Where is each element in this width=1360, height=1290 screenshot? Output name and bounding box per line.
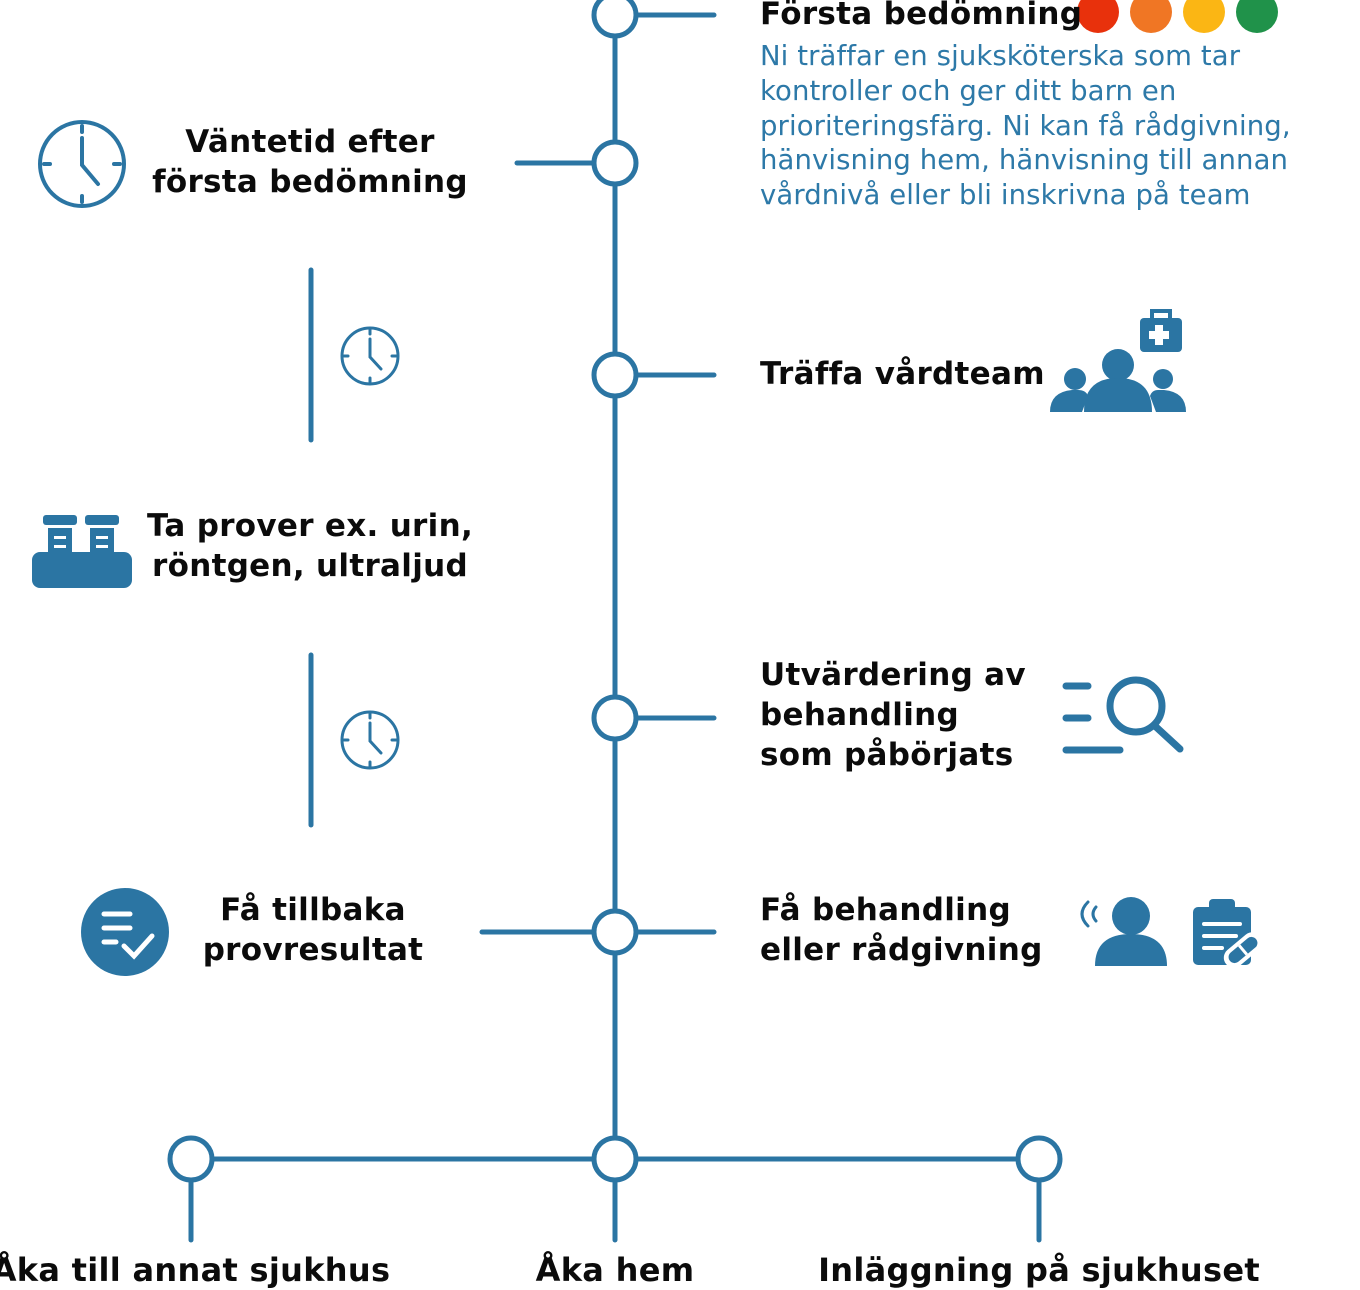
small-clock-icon	[340, 326, 400, 386]
priority-dot-yellow	[1183, 0, 1225, 33]
node-care-team	[591, 351, 639, 399]
priority-color-dots	[1077, 0, 1278, 33]
small-clock-icon	[340, 710, 400, 770]
result-check-icon	[81, 888, 169, 976]
first-assessment-title: Första bedömning	[760, 0, 1083, 32]
waiting-time-title: Väntetid efter första bedömning	[152, 124, 468, 200]
tests-title: Ta prover ex. urin, röntgen, ultraljud	[146, 508, 474, 584]
node-waiting-time	[591, 139, 639, 187]
node-results	[591, 908, 639, 956]
outcome-go-home: Åka hem	[535, 1251, 695, 1289]
priority-dot-green	[1236, 0, 1278, 33]
node-evaluation	[591, 694, 639, 742]
test-tubes-icon	[32, 515, 132, 588]
priority-dot-orange	[1130, 0, 1172, 33]
node-outcome-right	[1015, 1135, 1063, 1183]
evaluation-title: Utvärdering av behandling som påbörjats	[760, 657, 1026, 773]
priority-dot-red	[1077, 0, 1119, 33]
node-outcome-center	[591, 1135, 639, 1183]
outcome-other-hospital: Åka till annat sjukhus	[0, 1251, 391, 1289]
treatment-title: Få behandling eller rådgivning	[760, 892, 1043, 968]
node-first-assessment	[591, 0, 639, 39]
first-assessment-description: Ni träffar en sjuksköterska som tar kont…	[760, 40, 1291, 212]
care-team-title: Träffa vårdteam	[760, 356, 1045, 392]
clock-icon	[38, 120, 126, 208]
care-team-icon	[1050, 309, 1186, 412]
outcome-admission: Inläggning på sjukhuset	[818, 1251, 1260, 1289]
node-outcome-left	[167, 1135, 215, 1183]
patient-prescription-icon	[1080, 897, 1263, 968]
search-list-icon	[1062, 676, 1184, 754]
test-results-title: Få tillbaka provresultat	[202, 892, 424, 968]
